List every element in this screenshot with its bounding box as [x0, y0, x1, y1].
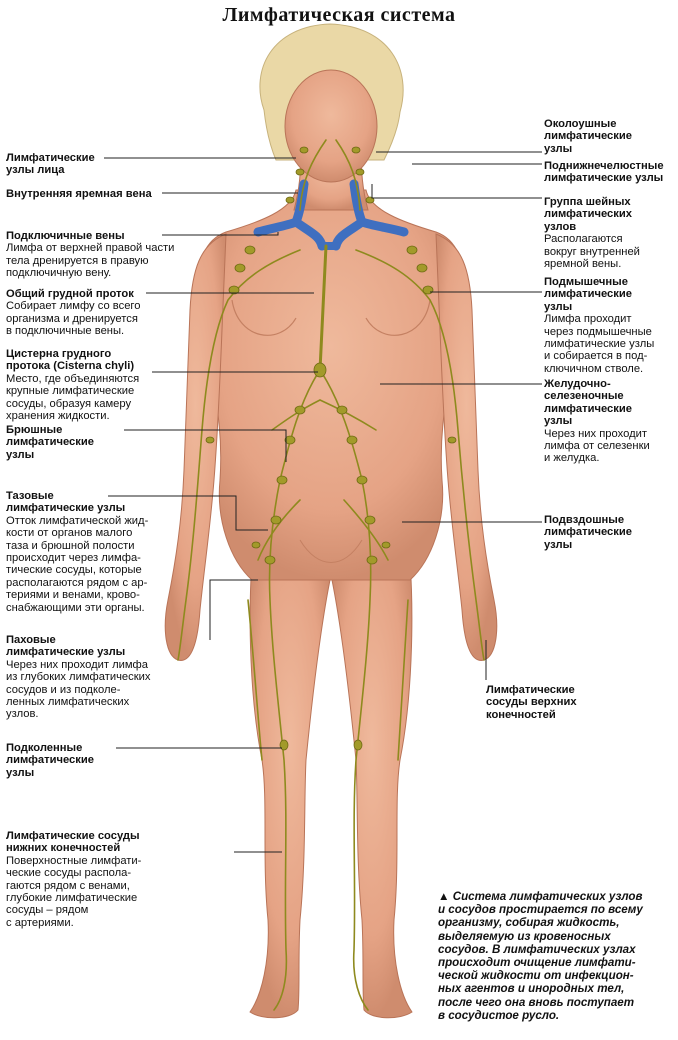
- label-cisterna-chyli: Цистерна грудного протока (Cisterna chyl…: [6, 348, 166, 422]
- label-pelvic-desc: Отток лимфатической жид- кости от органо…: [6, 514, 149, 614]
- label-lower-limb-vessels: Лимфатические сосуды нижних конечностей …: [6, 830, 176, 929]
- label-abdominal-heading: Брюшные лимфатические узлы: [6, 424, 94, 461]
- left-leg: [249, 559, 331, 1019]
- figure-caption: ▲ Система лимфатических узлов и сосудов …: [438, 890, 670, 1022]
- label-pelvic-lymph-nodes: Тазовые лимфатические узлы Отток лимфати…: [6, 490, 176, 614]
- label-thoracic-duct: Общий грудной проток Собирает лимфу со в…: [6, 288, 176, 338]
- label-gastrosplenic-heading: Желудочно- селезеночные лимфатические уз…: [544, 378, 632, 428]
- lymph-vessels: [177, 139, 485, 1011]
- female-body-figure: [164, 23, 498, 1019]
- label-lower-vessels-desc: Поверхностные лимфати- ческие сосуды рас…: [6, 854, 142, 929]
- pelvis-contour: [299, 539, 363, 563]
- right-leg: [331, 559, 413, 1019]
- label-inguinal-desc: Через них проходит лимфа из глубоких лим…: [6, 658, 151, 721]
- label-face-lymph-nodes: Лимфатические узлы лица: [6, 152, 126, 177]
- label-inguinal-lymph-nodes: Паховые лимфатические узлы Через них про…: [6, 634, 176, 721]
- chest-contour: [231, 299, 431, 336]
- label-iliac-lymph-nodes: Подвздошные лимфатические узлы: [544, 514, 674, 551]
- leader-lines: [104, 151, 542, 853]
- lymph-nodes: [205, 146, 457, 751]
- label-parotid-lymph-nodes: Околоушные лимфатические узлы: [544, 118, 674, 155]
- label-popliteal-heading: Подколенные лимфатические узлы: [6, 742, 94, 779]
- label-jugular-heading: Внутренняя яремная вена: [6, 188, 152, 200]
- label-cisterna-desc: Место, где объединяются крупные лимфатич…: [6, 372, 140, 423]
- caption-triangle-icon: ▲: [438, 890, 450, 903]
- label-popliteal-lymph-nodes: Подколенные лимфатические узлы: [6, 742, 126, 779]
- label-gastrosplenic-desc: Через них проходит лимфа от селезенки и …: [544, 427, 650, 465]
- label-upper-limb-vessels: Лимфатические сосуды верхних конечностей: [486, 684, 616, 721]
- label-thoracic-heading: Общий грудной проток: [6, 288, 134, 300]
- label-inguinal-heading: Паховые лимфатические узлы: [6, 634, 126, 659]
- right-arm: [435, 233, 498, 661]
- label-submandibular-lymph-nodes: Поднижнечелюстные лимфатические узлы: [544, 160, 678, 185]
- left-arm: [164, 233, 227, 661]
- label-lower-vessels-heading: Лимфатические сосуды нижних конечностей: [6, 830, 140, 855]
- label-pelvic-heading: Тазовые лимфатические узлы: [6, 490, 126, 515]
- caption-text: Система лимфатических узлов и сосудов пр…: [438, 890, 643, 1022]
- label-cervical-lymph-nodes: Группа шейных лимфатических узлов Распол…: [544, 196, 674, 270]
- label-subclavian-veins: Подключичные вены Лимфа от верхней право…: [6, 230, 196, 280]
- label-axillary-heading: Подмышечные лимфатические узлы: [544, 276, 632, 313]
- label-parotid-heading: Околоушные лимфатические узлы: [544, 118, 632, 155]
- label-submandibular-heading: Поднижнечелюстные лимфатические узлы: [544, 160, 664, 185]
- label-cisterna-heading: Цистерна грудного протока (Cisterna chyl…: [6, 348, 135, 373]
- page-title: Лимфатическая система: [222, 4, 456, 26]
- label-gastrosplenic-lymph-nodes: Желудочно- селезеночные лимфатические уз…: [544, 378, 674, 465]
- label-face-heading: Лимфатические узлы лица: [6, 152, 95, 177]
- label-cervical-desc: Располагаются вокруг внутренней яремной …: [544, 233, 640, 271]
- label-thoracic-desc: Собирает лимфу со всего организма и дрен…: [6, 300, 141, 338]
- label-subclavian-desc: Лимфа от верхней правой части тела дрени…: [6, 242, 175, 280]
- label-abdominal-lymph-nodes: Брюшные лимфатические узлы: [6, 424, 126, 461]
- label-iliac-heading: Подвздошные лимфатические узлы: [544, 514, 632, 551]
- label-upper-vessels-heading: Лимфатические сосуды верхних конечностей: [486, 684, 577, 721]
- label-cervical-heading: Группа шейных лимфатических узлов: [544, 196, 632, 233]
- label-internal-jugular-vein: Внутренняя яремная вена: [6, 188, 186, 200]
- label-subclavian-heading: Подключичные вены: [6, 230, 125, 242]
- label-axillary-desc: Лимфа проходит через подмышечные лимфати…: [544, 313, 655, 375]
- face: [284, 69, 378, 183]
- label-axillary-lymph-nodes: Подмышечные лимфатические узлы Лимфа про…: [544, 276, 674, 375]
